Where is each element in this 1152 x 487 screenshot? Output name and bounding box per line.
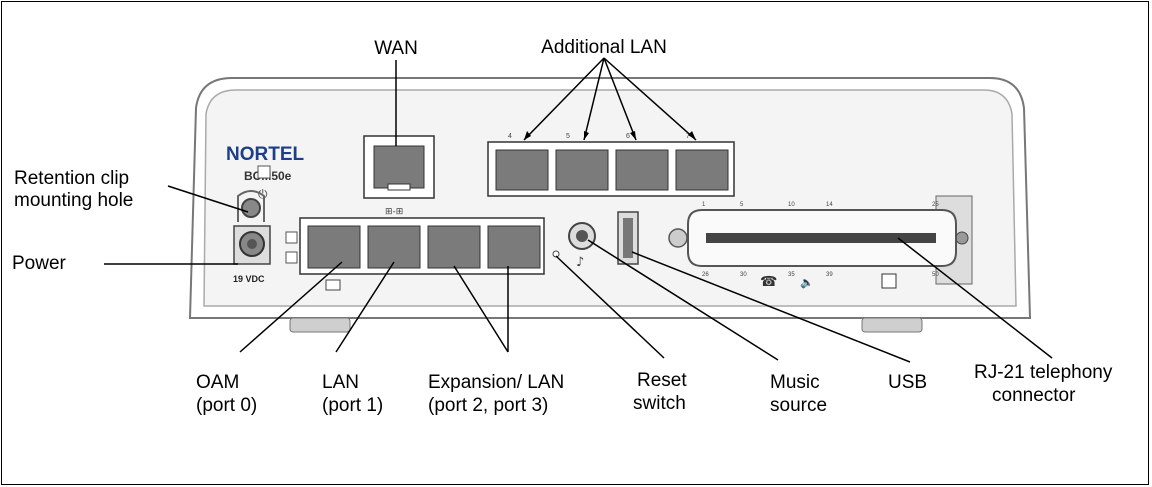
label-retention-line2: mounting hole bbox=[14, 190, 134, 211]
label-power: Power bbox=[12, 253, 66, 274]
speaker-icon: 🔈 bbox=[800, 276, 814, 289]
pin-1: 1 bbox=[702, 202, 706, 208]
label-expansion-line1: Expansion/ LAN bbox=[428, 372, 565, 393]
reset-leader bbox=[555, 255, 665, 359]
lan-port-1 bbox=[367, 225, 421, 269]
label-music-line2: source bbox=[770, 395, 828, 416]
lan-leader bbox=[335, 261, 395, 353]
pin-10: 10 bbox=[788, 202, 795, 208]
label-rj21-line1: RJ-21 telephony bbox=[974, 362, 1113, 383]
pin-39: 39 bbox=[826, 272, 833, 278]
led-2 bbox=[285, 251, 298, 264]
label-reset-line1: Reset bbox=[637, 370, 687, 391]
lan-port-5 bbox=[555, 149, 609, 191]
label-expansion-line2: (port 2, port 3) bbox=[428, 395, 549, 416]
pin-50: 50 bbox=[932, 272, 939, 278]
device-icon bbox=[881, 273, 897, 289]
label-lan-line2: (port 1) bbox=[322, 395, 384, 416]
label-additional-lan: Additional LAN bbox=[541, 37, 667, 58]
label-rj21-line2: connector bbox=[992, 385, 1076, 406]
oam-leader bbox=[239, 261, 343, 353]
label-retention-line1: Retention clip bbox=[14, 168, 130, 189]
additional-lan-leader-7 bbox=[603, 57, 697, 141]
lan-port-4 bbox=[495, 149, 549, 191]
retention-clip bbox=[237, 190, 265, 222]
additional-lan-leader-6 bbox=[603, 57, 637, 141]
port-number-6: 6 bbox=[626, 133, 630, 140]
music-leader bbox=[587, 239, 779, 361]
arrowheads bbox=[524, 131, 696, 140]
pin-25: 25 bbox=[932, 202, 939, 208]
leader-lines bbox=[104, 57, 1053, 363]
expansion-port-3 bbox=[487, 225, 541, 269]
right-foot bbox=[861, 317, 923, 333]
phone-icon: ☎ bbox=[760, 274, 777, 290]
status-led bbox=[257, 165, 271, 179]
led-1 bbox=[285, 231, 298, 244]
label-oam-line1: OAM bbox=[196, 372, 240, 393]
pin-14: 14 bbox=[826, 202, 833, 208]
brand-logo: NORTEL bbox=[226, 144, 305, 165]
port-number-7: 7 bbox=[686, 133, 690, 140]
port-number-5: 5 bbox=[566, 133, 570, 140]
power-rating: 19 VDC bbox=[233, 274, 265, 284]
svg-text:♪: ♪ bbox=[576, 255, 584, 270]
oam-port bbox=[307, 225, 361, 269]
pin-30: 30 bbox=[740, 272, 747, 278]
expansion-port-2 bbox=[427, 225, 481, 269]
pin-5: 5 bbox=[740, 202, 744, 208]
lan-port-7 bbox=[675, 149, 729, 191]
pin-35: 35 bbox=[788, 272, 795, 278]
lan-port-6 bbox=[615, 149, 669, 191]
svg-text:⏻: ⏻ bbox=[258, 187, 268, 201]
usb-leader bbox=[631, 251, 911, 363]
left-foot bbox=[289, 317, 351, 333]
label-usb: USB bbox=[888, 372, 928, 393]
pin-26: 26 bbox=[702, 272, 709, 278]
additional-lan-leader-4 bbox=[523, 57, 605, 141]
retention-leader bbox=[167, 185, 249, 213]
port-number-4: 4 bbox=[508, 133, 512, 140]
label-wan: WAN bbox=[374, 38, 418, 59]
expansion-leader-2 bbox=[453, 265, 509, 353]
wan-port bbox=[373, 145, 425, 189]
rj21-leader bbox=[897, 237, 1053, 359]
label-oam-line2: (port 0) bbox=[196, 395, 258, 416]
label-lan-line1: LAN bbox=[322, 372, 359, 393]
label-reset-line2: switch bbox=[633, 393, 686, 414]
additional-lan-leader-5 bbox=[583, 57, 605, 141]
retention-clip-hole bbox=[241, 198, 261, 218]
label-music-line1: Music bbox=[770, 372, 820, 393]
additional-lan-ports bbox=[495, 149, 729, 191]
svg-text:⊞-⊞: ⊞-⊞ bbox=[385, 207, 403, 217]
